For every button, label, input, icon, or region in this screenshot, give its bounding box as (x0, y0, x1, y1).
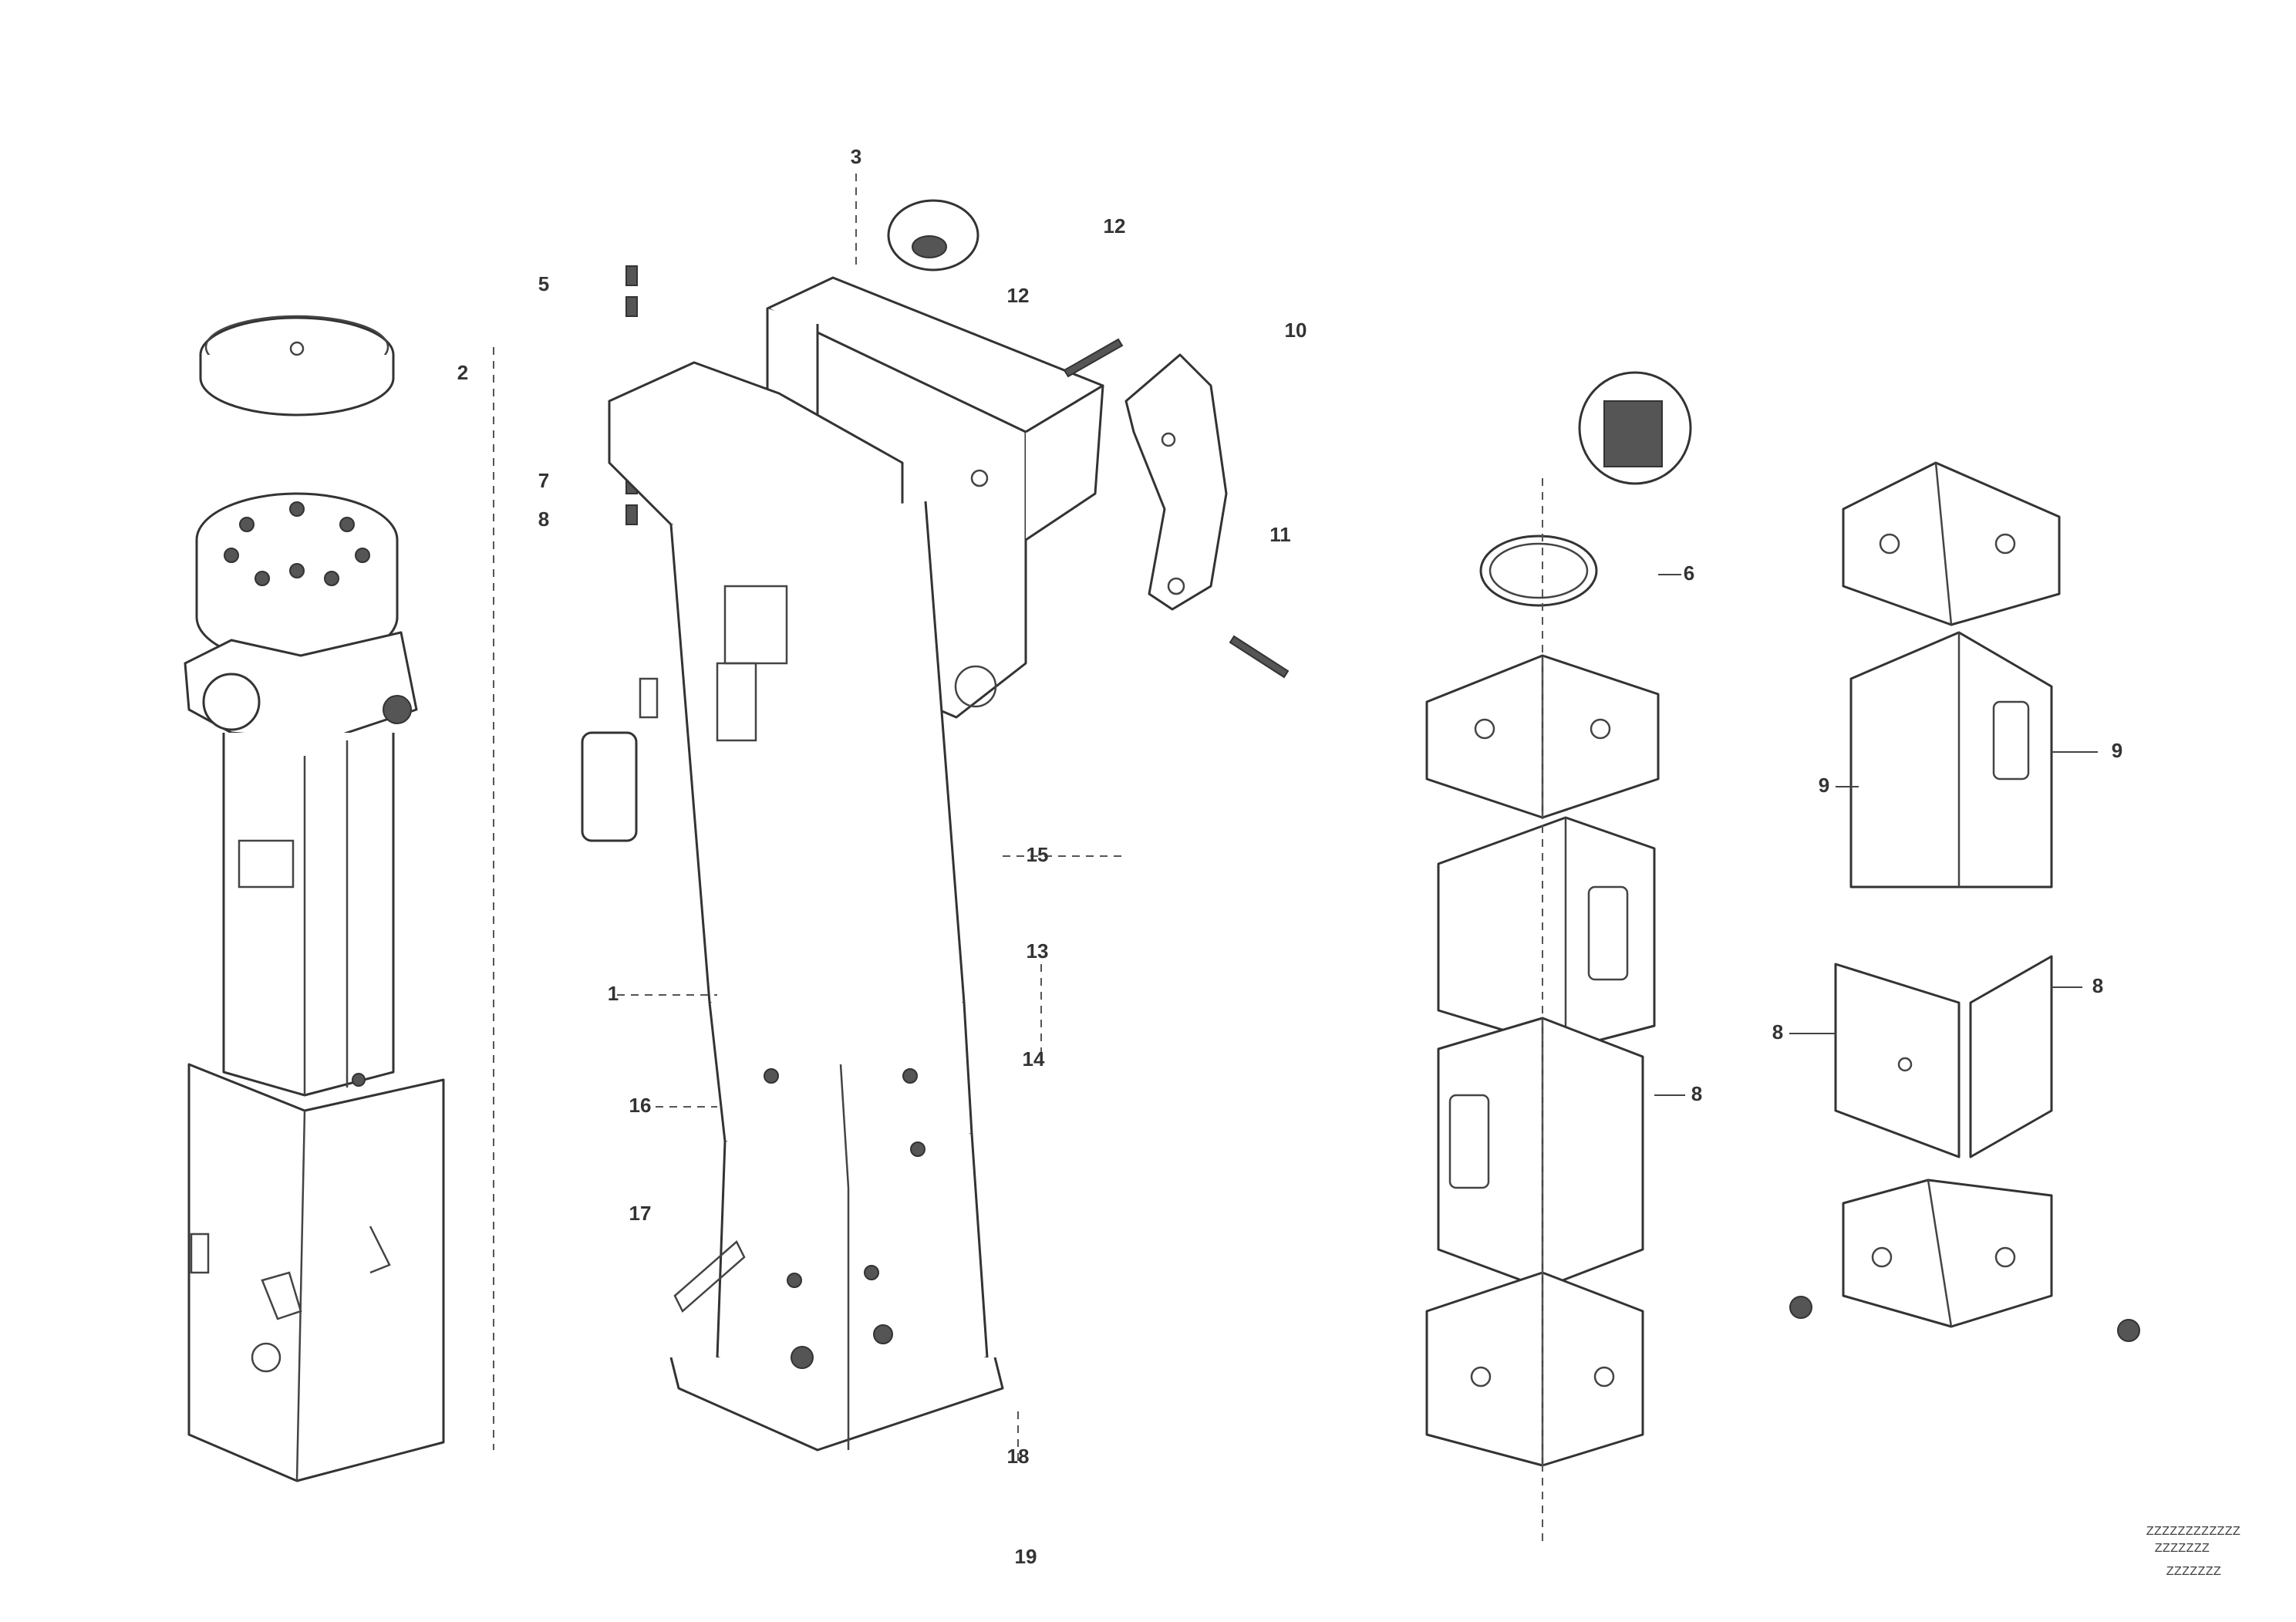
callout-frame-b: 16 (629, 1094, 652, 1117)
callout-bolt-top: 12 (1007, 284, 1030, 307)
callout-panel-r4: 8 (2092, 974, 2103, 997)
reference-line-1: ZZZZZZZZZZZZ (2146, 1525, 2240, 1539)
callout-ring: 6 (1684, 561, 1694, 585)
callout-bottom-2: 19 (1015, 1545, 1037, 1568)
callout-frame-a: 1 (608, 982, 619, 1005)
lower-housing (187, 1063, 445, 1482)
main-frame (608, 361, 1004, 1452)
callout-side-3: 8 (538, 508, 549, 531)
callout-bracket-pin: 11 (1269, 523, 1291, 546)
hood-cap (199, 315, 395, 416)
callout-frame-top: 3 (851, 145, 861, 168)
callout-bottom-1: 18 (1007, 1445, 1030, 1468)
cylinder-head (184, 492, 418, 742)
label-plate (1578, 371, 1692, 485)
callout-frame-d: 14 (1023, 1047, 1045, 1071)
callout-frame-c: 13 (1027, 939, 1049, 963)
callout-hood-top: 2 (457, 361, 468, 384)
bolts (625, 265, 1290, 679)
cylinder-body (222, 733, 395, 1097)
side-bracket (1124, 353, 1228, 611)
o-ring (1479, 534, 1598, 607)
callout-side-1: 5 (538, 272, 549, 295)
callout-plug-top: 12 (1104, 214, 1126, 238)
callout-panel-r3: 8 (1772, 1020, 1783, 1044)
right-panel-stack (1789, 461, 2140, 1342)
callout-panel-l: 8 (1691, 1082, 1702, 1105)
callout-panel-r1: 9 (1819, 774, 1829, 797)
callout-side-2: 7 (538, 469, 549, 492)
callout-panel-r2: 9 (2112, 739, 2122, 762)
callout-frame-mid: 15 (1027, 843, 1049, 866)
reference-line-2: ZZZZZZZ (2155, 1542, 2210, 1556)
callout-frame-e: 17 (629, 1202, 652, 1225)
left-panel-stack (1425, 654, 1660, 1467)
reference-line-3: ZZZZZZZ (2166, 1565, 2221, 1580)
top-plug (887, 199, 979, 271)
side-pads (581, 677, 659, 842)
callout-bracket: 10 (1285, 319, 1307, 342)
